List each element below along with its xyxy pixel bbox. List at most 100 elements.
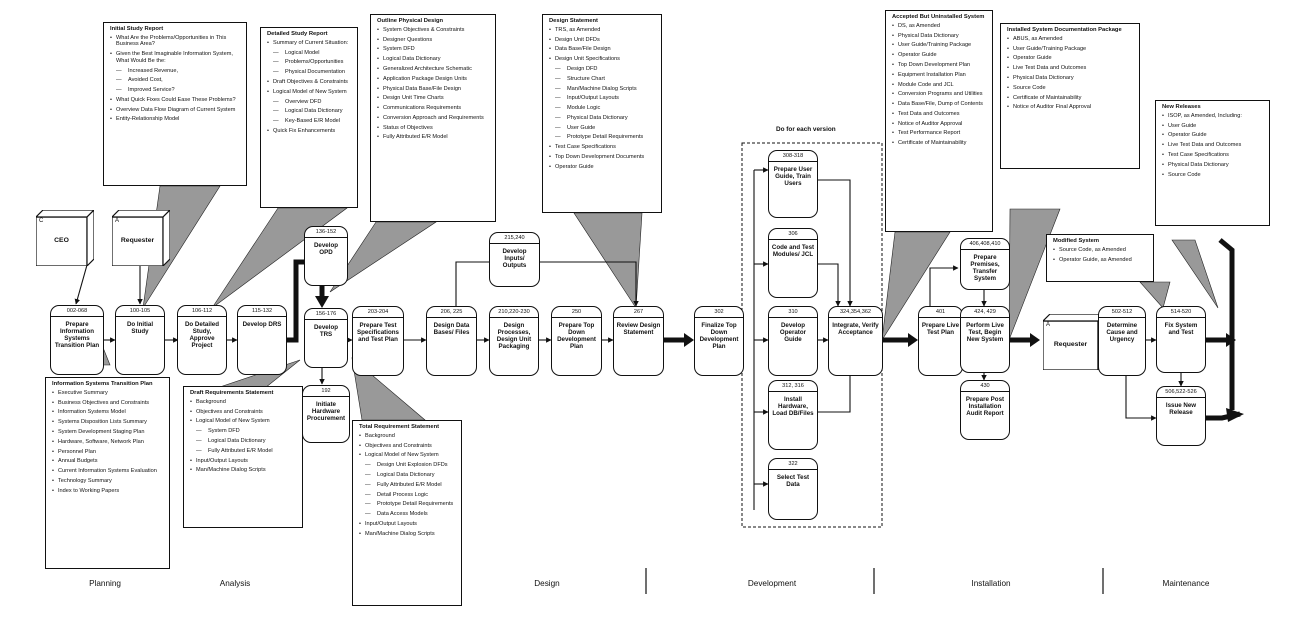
phase-development: Development	[747, 579, 797, 588]
doc-item: System DFD	[377, 46, 491, 53]
doc-title: Detailed Study Report	[267, 31, 328, 37]
process-name: Develop Operator Guide	[779, 322, 807, 343]
doc-item: What Quick Fixes Could Ease These Proble…	[110, 97, 242, 104]
doc-item: Operator Guide	[1162, 132, 1265, 139]
doc-subitem: Module Logic	[549, 105, 657, 112]
doc-installed-system-package: Installed System Documentation PackageAB…	[1000, 23, 1140, 169]
doc-item: Conversion Approach and Requirements	[377, 115, 491, 122]
doc-item: Logical Data Dictionary	[377, 56, 491, 63]
process-name: Initiate Hardware Procurement	[306, 401, 346, 422]
process-id: 514-520	[1157, 307, 1205, 318]
doc-item: Input/Output Layouts	[190, 458, 298, 465]
doc-item-list: Source Code, as AmendedOperator Guide, a…	[1053, 247, 1149, 263]
doc-item: Data Base/File Design	[549, 46, 657, 53]
doc-detailed-study-report: Detailed Study ReportSummary of Current …	[260, 27, 358, 208]
process-id: 002-068	[51, 306, 103, 317]
process-id: 210,220-230	[490, 307, 538, 318]
doc-item: Equipment Installation Plan	[892, 72, 988, 79]
doc-subitem: Key-Based E/R Model	[267, 118, 353, 125]
flow-arrows	[74, 167, 1184, 510]
process-id: 215,240	[490, 233, 539, 244]
doc-item: User Guide/Training Package	[892, 42, 988, 49]
doc-title: Installed System Documentation Package	[1007, 27, 1122, 33]
callout-shadows	[79, 185, 1219, 421]
doc-item: Designer Questions	[377, 37, 491, 44]
doc-item: Background	[190, 399, 298, 406]
process-id: 424, 429	[961, 307, 1009, 318]
doc-item: Test Performance Report	[892, 130, 988, 137]
doc-item: Certificate of Maintainability	[1007, 95, 1135, 102]
entity-tag: A	[115, 218, 120, 224]
doc-subitem: Physical Documentation	[267, 69, 353, 76]
doc-item-list: Executive SummaryBusiness Objectives and…	[52, 390, 165, 494]
doc-subitem: Improved Service?	[110, 87, 242, 94]
process-id: 306	[769, 229, 817, 240]
doc-total-requirement-statement: Total Requirement StatementBackgroundObj…	[352, 420, 462, 606]
doc-subitem: System DFD	[190, 428, 298, 435]
doc-item: Generalized Architecture Schematic	[377, 66, 491, 73]
doc-modified-system: Modified SystemSource Code, as AmendedOp…	[1046, 234, 1154, 282]
doc-subitem: Input/Output Layouts	[549, 95, 657, 102]
process-id: 324,354,362	[829, 307, 882, 318]
process-id: 156-176	[305, 309, 347, 320]
entity-cube-shape	[112, 210, 170, 266]
cube-face	[162, 210, 170, 266]
entity-name: Requester	[1053, 341, 1088, 348]
doc-item: Operator Guide	[549, 164, 657, 171]
callout-modified	[1139, 281, 1171, 309]
doc-item: Physical Data Dictionary	[1162, 162, 1265, 169]
process-name: Prepare Test Specifications and Test Pla…	[357, 322, 399, 343]
doc-item: Certificate of Maintainability	[892, 140, 988, 147]
doc-subitem: Prototype Detail Requirements	[549, 134, 657, 141]
doc-item: Draft Objectives & Constraints	[267, 79, 353, 86]
doc-subitem: Increased Revenue,	[110, 68, 242, 75]
doc-item: Index to Working Papers	[52, 488, 165, 495]
doc-item: Operator Guide, as Amended	[1053, 257, 1149, 264]
entity-name: Requester	[120, 237, 155, 244]
process-name: Prepare Information Systems Transition P…	[54, 321, 100, 349]
doc-item: System Objectives & Constraints	[377, 27, 491, 34]
loop-label: Do for each version	[776, 126, 836, 133]
process-name: Finalize Top Down Development Plan	[699, 322, 739, 350]
process-id: 310	[769, 307, 817, 318]
doc-draft-requirements-statement: Draft Requirements StatementBackgroundOb…	[183, 386, 303, 528]
doc-item: Business Objectives and Constraints	[52, 400, 165, 407]
doc-item: Design Unit Time Charts	[377, 95, 491, 102]
doc-item: Physical Data Dictionary	[1007, 75, 1135, 82]
doc-design-statement: Design StatementTRS, as AmendedDesign Un…	[542, 14, 662, 213]
doc-item: Overview Data Flow Diagram of Current Sy…	[110, 107, 242, 114]
doc-subitem: Design Unit Explosion DFDs	[359, 462, 457, 469]
process-name: Do Detailed Study, Approve Project	[184, 321, 220, 349]
doc-item: Top Down Development Documents	[549, 154, 657, 161]
doc-item: Technology Summary	[52, 478, 165, 485]
entity-tag: C	[39, 218, 44, 224]
